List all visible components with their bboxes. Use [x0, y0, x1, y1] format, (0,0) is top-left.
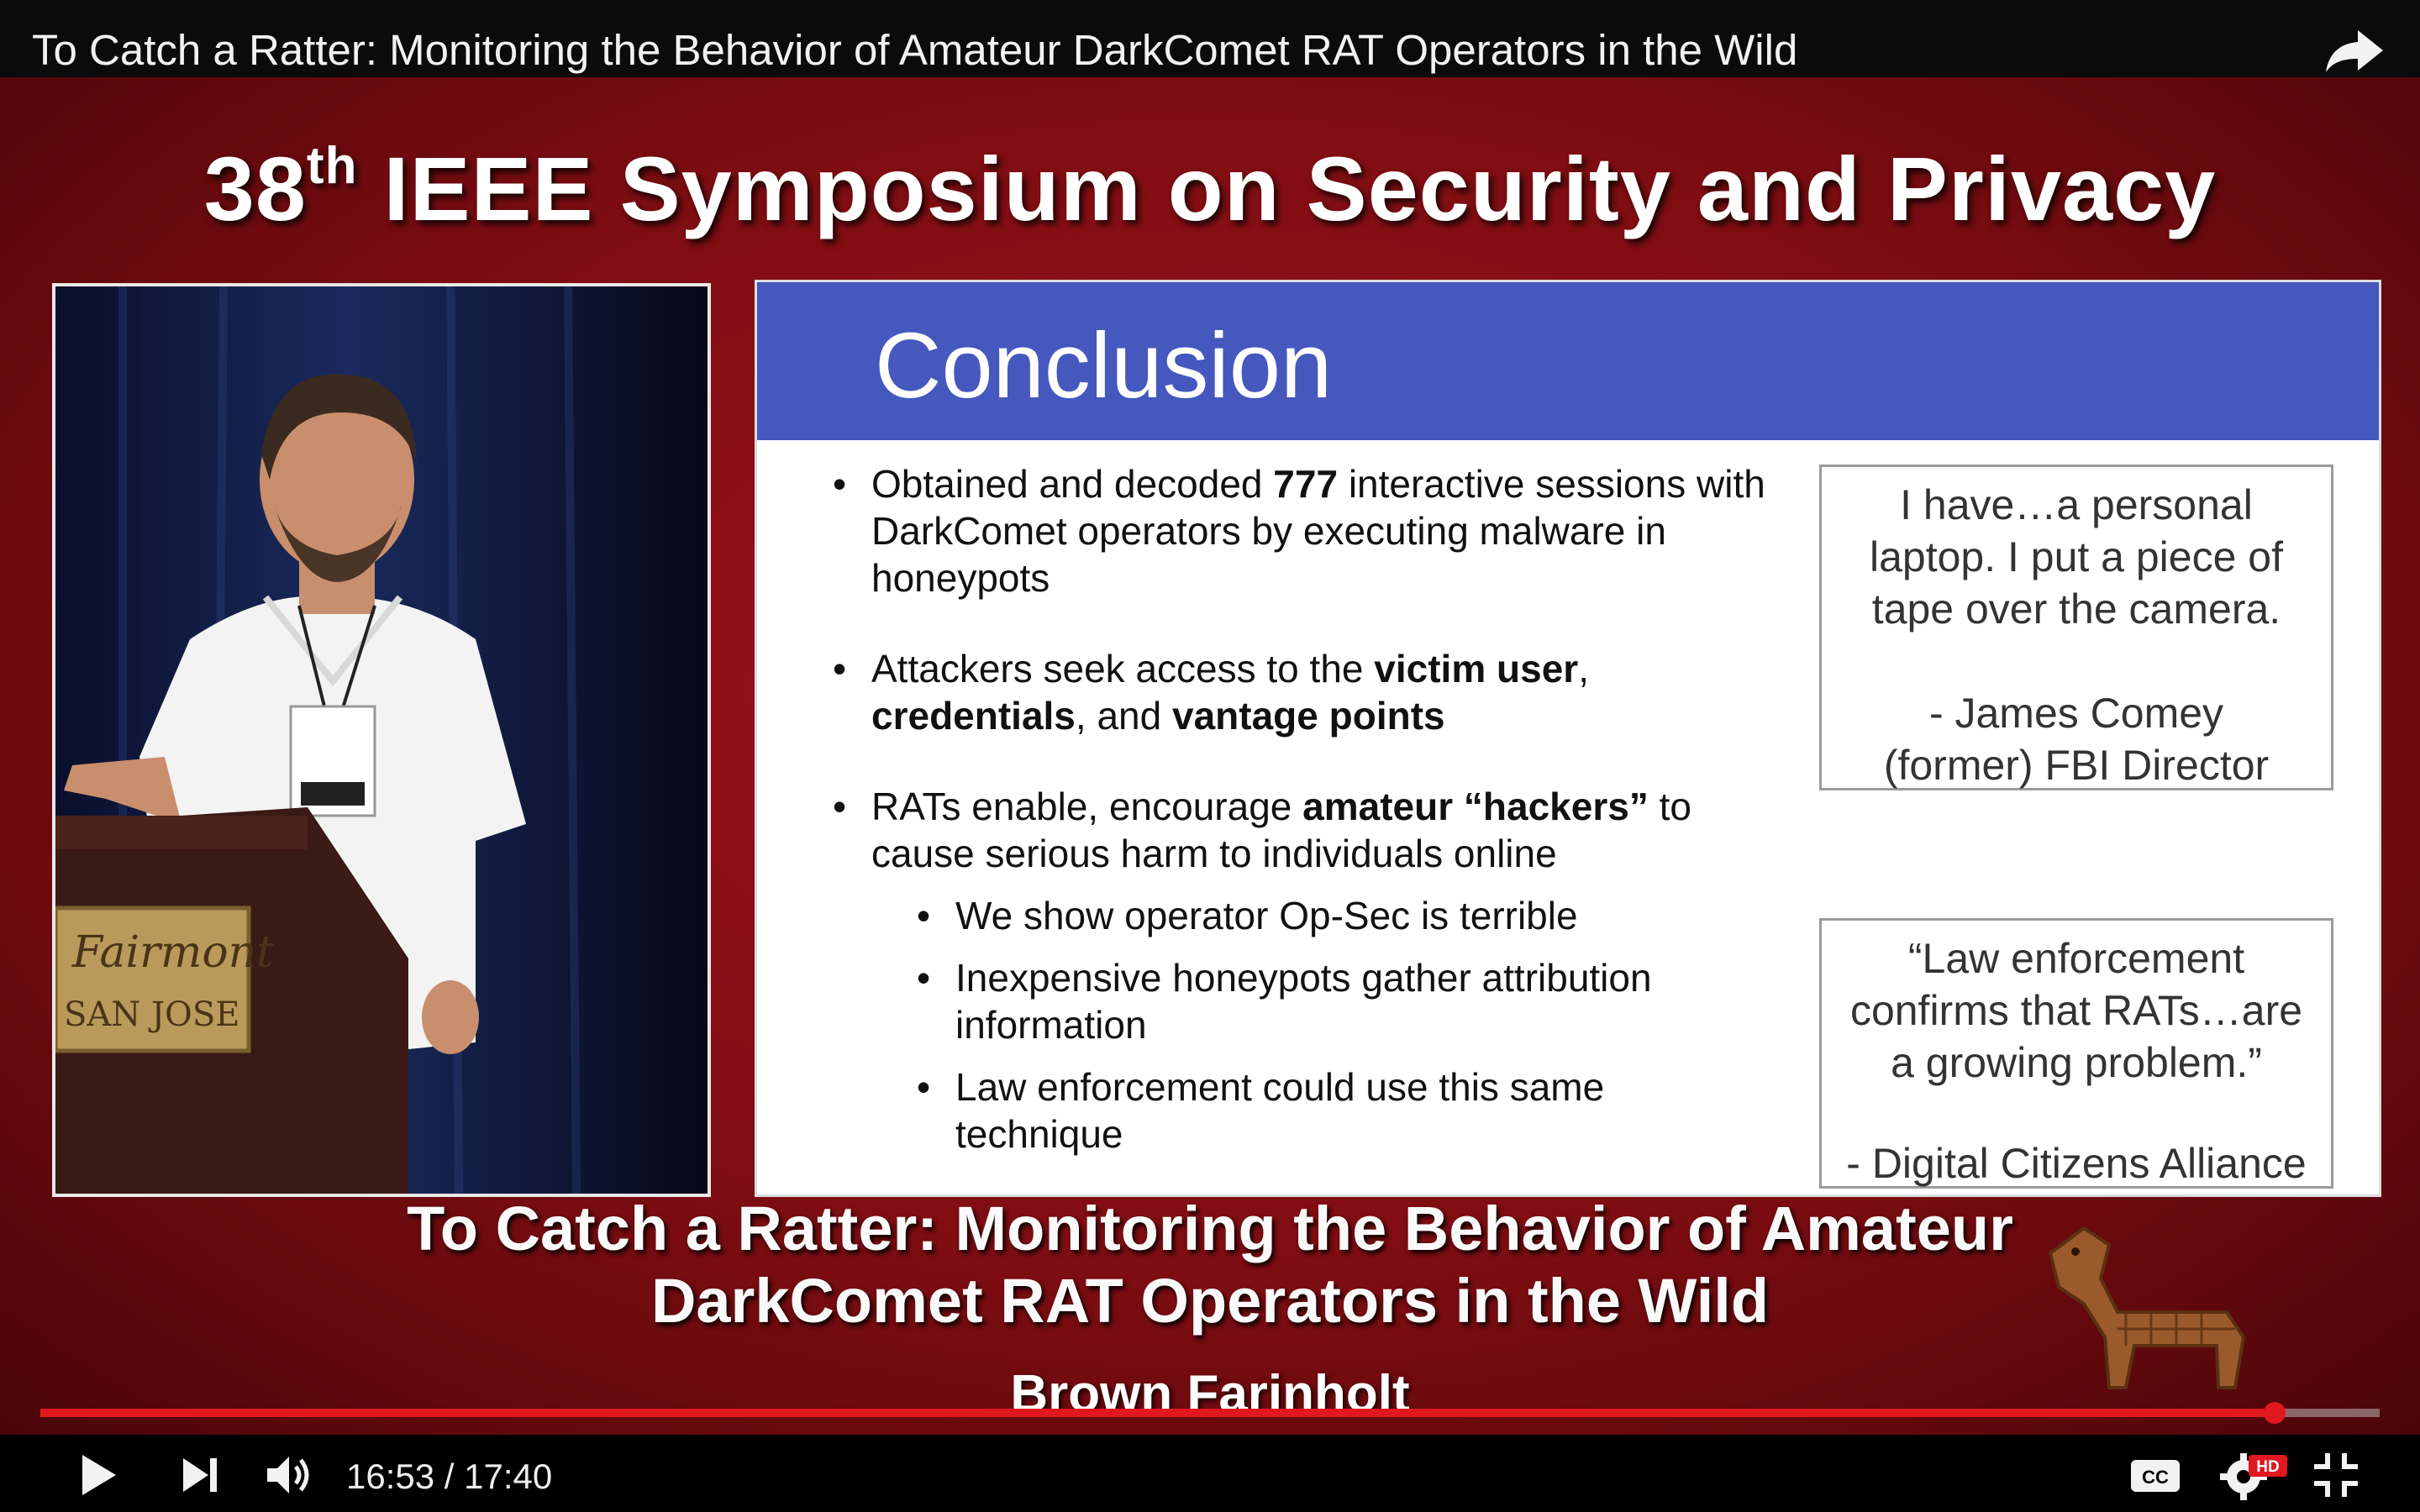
seek-bar-played: [40, 1409, 2275, 1417]
bullet-rats: RATs enable, encourage amateur “hackers”…: [833, 783, 1774, 877]
speaker-video-inset: Fairmont SAN JOSE: [52, 283, 711, 1197]
symposium-banner: 38th IEEE Symposium on Security and Priv…: [203, 137, 2217, 239]
trojan-horse-logo: [2048, 1226, 2246, 1389]
settings-icon: HD: [2220, 1453, 2287, 1500]
next-icon: [183, 1458, 217, 1492]
exit-fullscreen-icon: [2314, 1453, 2358, 1497]
seek-bar-handle[interactable]: [2263, 1402, 2286, 1424]
quote-digital-citizens: “Law enforcement confirms that RATs…are …: [1819, 918, 2333, 1189]
slide-title: Conclusion: [875, 314, 1333, 417]
quote-comey: I have…a personal laptop. I put a piece …: [1819, 465, 2333, 790]
bullet-attackers: Attackers seek access to the victim user…: [833, 645, 1774, 739]
current-time: 16:53: [346, 1457, 435, 1496]
hd-badge: [2249, 1455, 2287, 1477]
sub-bullet-law-enforcement: Law enforcement could use this same tech…: [917, 1063, 1774, 1158]
speaker-illustration: Fairmont SAN JOSE: [55, 286, 708, 1194]
player-controls: 16:53 / 17:40 CC HD: [0, 1435, 2420, 1512]
seek-bar[interactable]: [40, 1402, 2380, 1424]
play-icon: [82, 1455, 116, 1495]
play-button[interactable]: [71, 1448, 124, 1502]
talk-title-overlay: To Catch a Ratter: Monitoring the Behavi…: [407, 1194, 2013, 1336]
exit-fullscreen-button[interactable]: [2309, 1448, 2363, 1502]
bullet-sessions: Obtained and decoded 777 interactive ses…: [833, 460, 1774, 601]
slide-bullets: Obtained and decoded 777 interactive ses…: [833, 460, 1774, 1173]
captions-icon: CC: [2131, 1460, 2180, 1492]
podium-text-1: Fairmont: [71, 927, 274, 978]
volume-button[interactable]: [262, 1448, 316, 1502]
presentation-slide: Conclusion Obtained and decoded 777 inte…: [755, 280, 2381, 1197]
volume-icon: [267, 1457, 309, 1494]
slide-header: Conclusion: [757, 282, 2379, 440]
share-button[interactable]: [2321, 25, 2388, 76]
video-title[interactable]: To Catch a Ratter: Monitoring the Behavi…: [32, 26, 1798, 74]
sub-bullet-honeypots: Inexpensive honeypots gather attribution…: [917, 954, 1774, 1048]
title-bar: To Catch a Ratter: Monitoring the Behavi…: [0, 0, 2420, 77]
podium-text-2: SAN JOSE: [64, 995, 239, 1034]
sub-bullet-opsec: We show operator Op-Sec is terrible: [917, 892, 1774, 939]
video-frame[interactable]: 38th IEEE Symposium on Security and Priv…: [0, 77, 2420, 1435]
settings-button[interactable]: HD: [2218, 1448, 2294, 1502]
next-button[interactable]: [173, 1448, 227, 1502]
share-icon: [2326, 30, 2383, 72]
svg-text:HD: HD: [2256, 1458, 2279, 1476]
duration: 17:40: [464, 1457, 553, 1496]
captions-button[interactable]: CC: [2126, 1448, 2185, 1502]
svg-text:CC: CC: [2142, 1467, 2169, 1488]
time-display: 16:53 / 17:40: [346, 1457, 553, 1496]
